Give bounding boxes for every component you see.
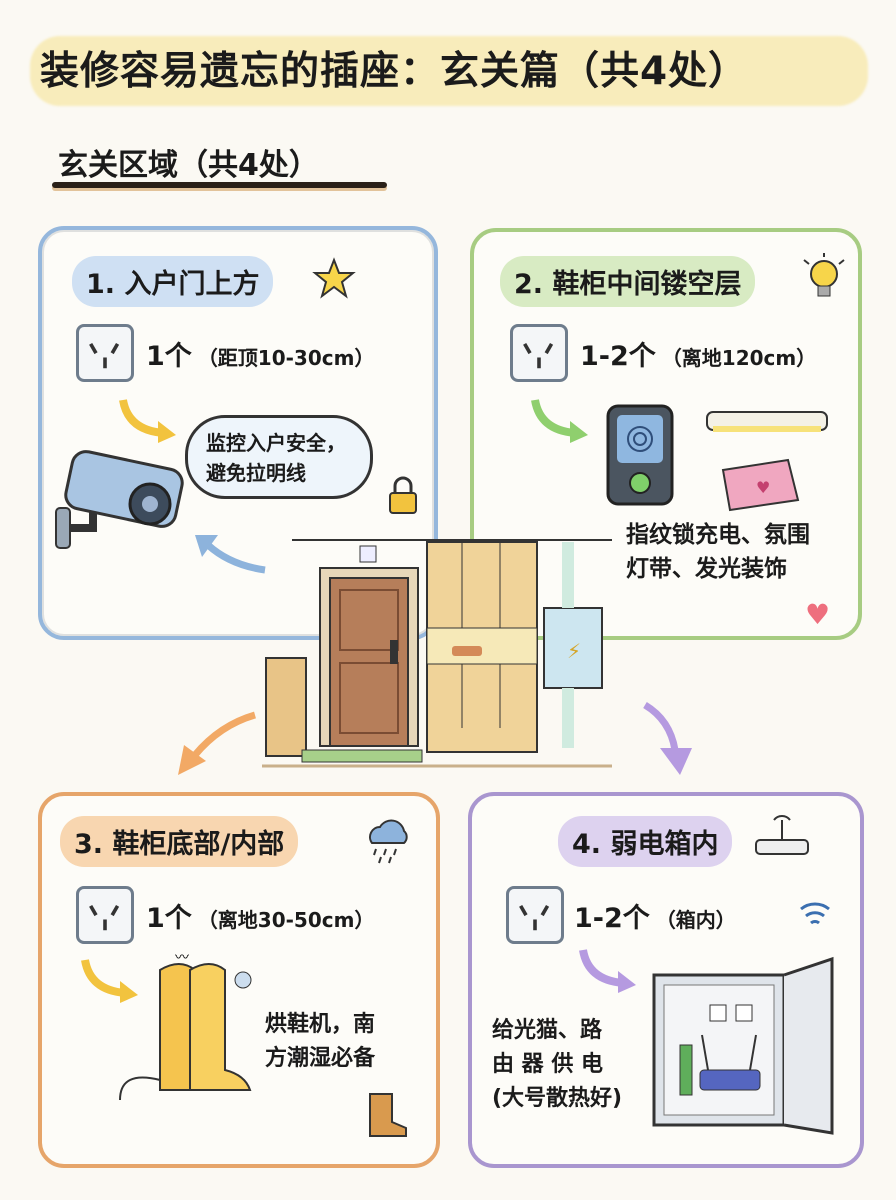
boot-icon [369, 1093, 407, 1137]
svg-text:⚡: ⚡ [567, 639, 581, 663]
arrow-icon [643, 701, 692, 775]
wifi-icon [800, 902, 830, 925]
shoe-dryer-icon: 〰 [119, 950, 252, 1101]
card2-description: 指纹锁充电、氛围灯带、发光装饰 [626, 522, 810, 582]
card4-count: 1-2个（箱内） [574, 903, 736, 934]
router-icon [755, 815, 809, 855]
arrow-icon [195, 535, 266, 574]
card1-speech-bubble: 监控入户安全，避免拉明线 [185, 415, 373, 499]
svg-text:〰: 〰 [175, 950, 189, 966]
card4-heading: 4. 弱电箱内 [558, 816, 733, 867]
card1-heading: 1. 入户门上方 [72, 256, 274, 307]
card2-heading: 2. 鞋柜中间镂空层 [500, 256, 756, 307]
section-subtitle: 玄关区域（共4处） [58, 148, 319, 183]
rain-cloud-icon [369, 819, 408, 864]
title-highlight [30, 36, 868, 106]
entrance-scene-illustration: ⚡ [262, 539, 612, 768]
network-box-icon [652, 956, 834, 1135]
arrow-icon [531, 399, 588, 443]
security-camera-icon [55, 450, 184, 549]
card3-count: 1个（离地30-50cm） [146, 903, 375, 934]
light-strip-icon [706, 411, 828, 432]
socket-icon [76, 324, 134, 382]
subtitle-underline [52, 182, 387, 188]
heart-icon: ♥ [805, 598, 831, 631]
card1-count: 1个（距顶10-30cm） [146, 341, 375, 372]
star-icon [312, 257, 356, 299]
fingerprint-lock-icon [606, 404, 674, 506]
arrow-icon [178, 711, 257, 775]
card4-description: 给光猫、路由 器 供 电(大号散热好) [492, 1018, 623, 1111]
card2-count: 1-2个（离地120cm） [580, 341, 817, 372]
arrow-icon [579, 949, 636, 993]
lightbulb-icon [803, 253, 845, 297]
socket-icon [76, 886, 134, 944]
lock-icon [389, 476, 417, 514]
gift-box-icon: ♥ [721, 458, 800, 512]
socket-icon [506, 886, 564, 944]
arrow-icon [119, 399, 176, 443]
card3-description: 烘鞋机，南方潮湿必备 [265, 1012, 376, 1071]
card3-heading: 3. 鞋柜底部/内部 [60, 816, 299, 867]
arrow-icon [81, 959, 138, 1003]
svg-text:♥: ♥ [756, 478, 770, 497]
page-title: 装修容易遗忘的插座：玄关篇（共4处） [40, 49, 749, 94]
socket-icon [510, 324, 568, 382]
